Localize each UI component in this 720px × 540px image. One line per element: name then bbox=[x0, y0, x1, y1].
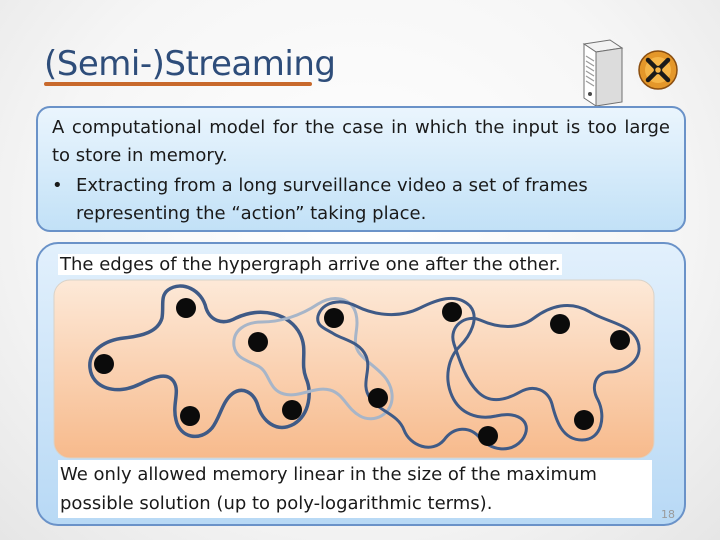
bullet-icon: • bbox=[52, 175, 63, 196]
vertex bbox=[324, 308, 344, 328]
vertex bbox=[368, 388, 388, 408]
vertex bbox=[574, 410, 594, 430]
hyperedge-c bbox=[316, 296, 528, 451]
vertex bbox=[248, 332, 268, 352]
vertex bbox=[610, 330, 630, 350]
hyperedge-d bbox=[451, 304, 641, 442]
server-computer-icon bbox=[582, 39, 678, 107]
vertex bbox=[176, 298, 196, 318]
title-underline bbox=[44, 82, 312, 86]
vertex bbox=[442, 302, 462, 322]
bullet-text: Extracting from a long surveillance vide… bbox=[76, 175, 588, 224]
definition-text: A computational model for the case in wh… bbox=[52, 117, 670, 166]
memory-caption: We only allowed memory linear in the siz… bbox=[58, 460, 652, 518]
hyperedge-b bbox=[232, 297, 394, 421]
page-number: 18 bbox=[661, 508, 675, 521]
vertex bbox=[180, 406, 200, 426]
vertex bbox=[550, 314, 570, 334]
bullet-item: • Extracting from a long surveillance vi… bbox=[52, 172, 670, 228]
hypergraph-caption-top: The edges of the hypergraph arrive one a… bbox=[58, 254, 563, 275]
hyperedge-a bbox=[88, 284, 311, 439]
vertex bbox=[94, 354, 114, 374]
tools-badge-icon bbox=[638, 50, 678, 90]
vertex bbox=[282, 400, 302, 420]
slide-title: (Semi-)Streaming bbox=[44, 44, 336, 84]
vertex bbox=[478, 426, 498, 446]
definition-box: A computational model for the case in wh… bbox=[36, 106, 686, 232]
